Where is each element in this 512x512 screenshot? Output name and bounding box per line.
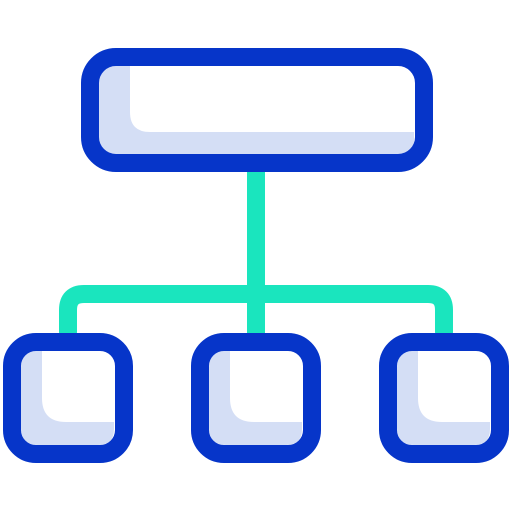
parent-box-outline — [81, 48, 433, 172]
parent-box — [81, 48, 433, 172]
parent-box-highlight — [99, 66, 414, 154]
child-box-left-highlight — [21, 351, 114, 445]
child-box-left — [3, 333, 133, 463]
connector-lines — [59, 163, 453, 349]
child-box-left-outline — [3, 333, 133, 463]
connector-branch — [59, 285, 453, 341]
child-box-right-outline — [379, 333, 509, 463]
child-box-center — [191, 333, 321, 463]
child-box-right-highlight — [397, 351, 490, 445]
child-box-center-outline — [191, 333, 321, 463]
child-box-right — [379, 333, 509, 463]
child-box-center-highlight — [209, 351, 302, 445]
